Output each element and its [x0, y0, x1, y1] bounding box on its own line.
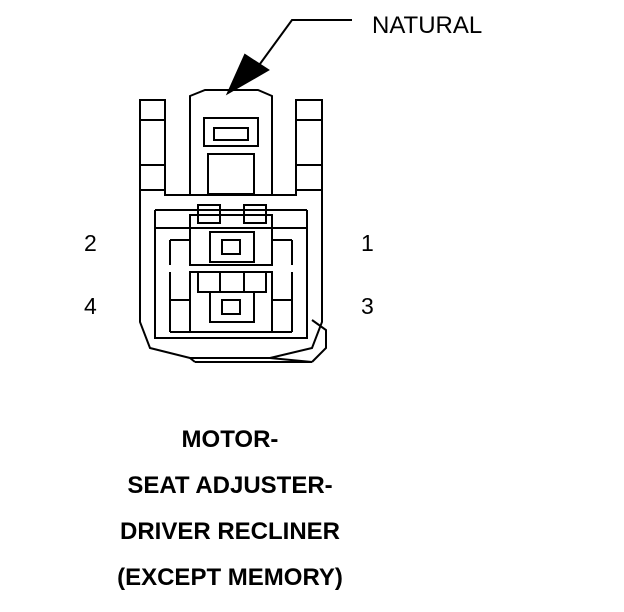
caption-line: SEAT ADJUSTER- — [127, 472, 333, 499]
pin-label-2: 2 — [84, 230, 97, 256]
caption-line: MOTOR- — [181, 426, 279, 453]
connector-body — [139, 89, 327, 363]
pin-label-3: 3 — [361, 293, 374, 319]
caption-line: DRIVER RECLINER — [119, 518, 341, 545]
callout-label-natural: NATURAL — [372, 12, 483, 39]
terminal-row-upper — [169, 204, 293, 266]
component-caption: MOTOR- SEAT ADJUSTER- DRIVER RECLINER (E… — [60, 428, 400, 612]
pin-label-1: 1 — [361, 230, 374, 256]
pin-label-4: 4 — [84, 293, 97, 319]
terminal-row-lower — [169, 271, 293, 333]
caption-line: (EXCEPT MEMORY) — [117, 564, 343, 591]
callout-leader — [225, 19, 352, 96]
